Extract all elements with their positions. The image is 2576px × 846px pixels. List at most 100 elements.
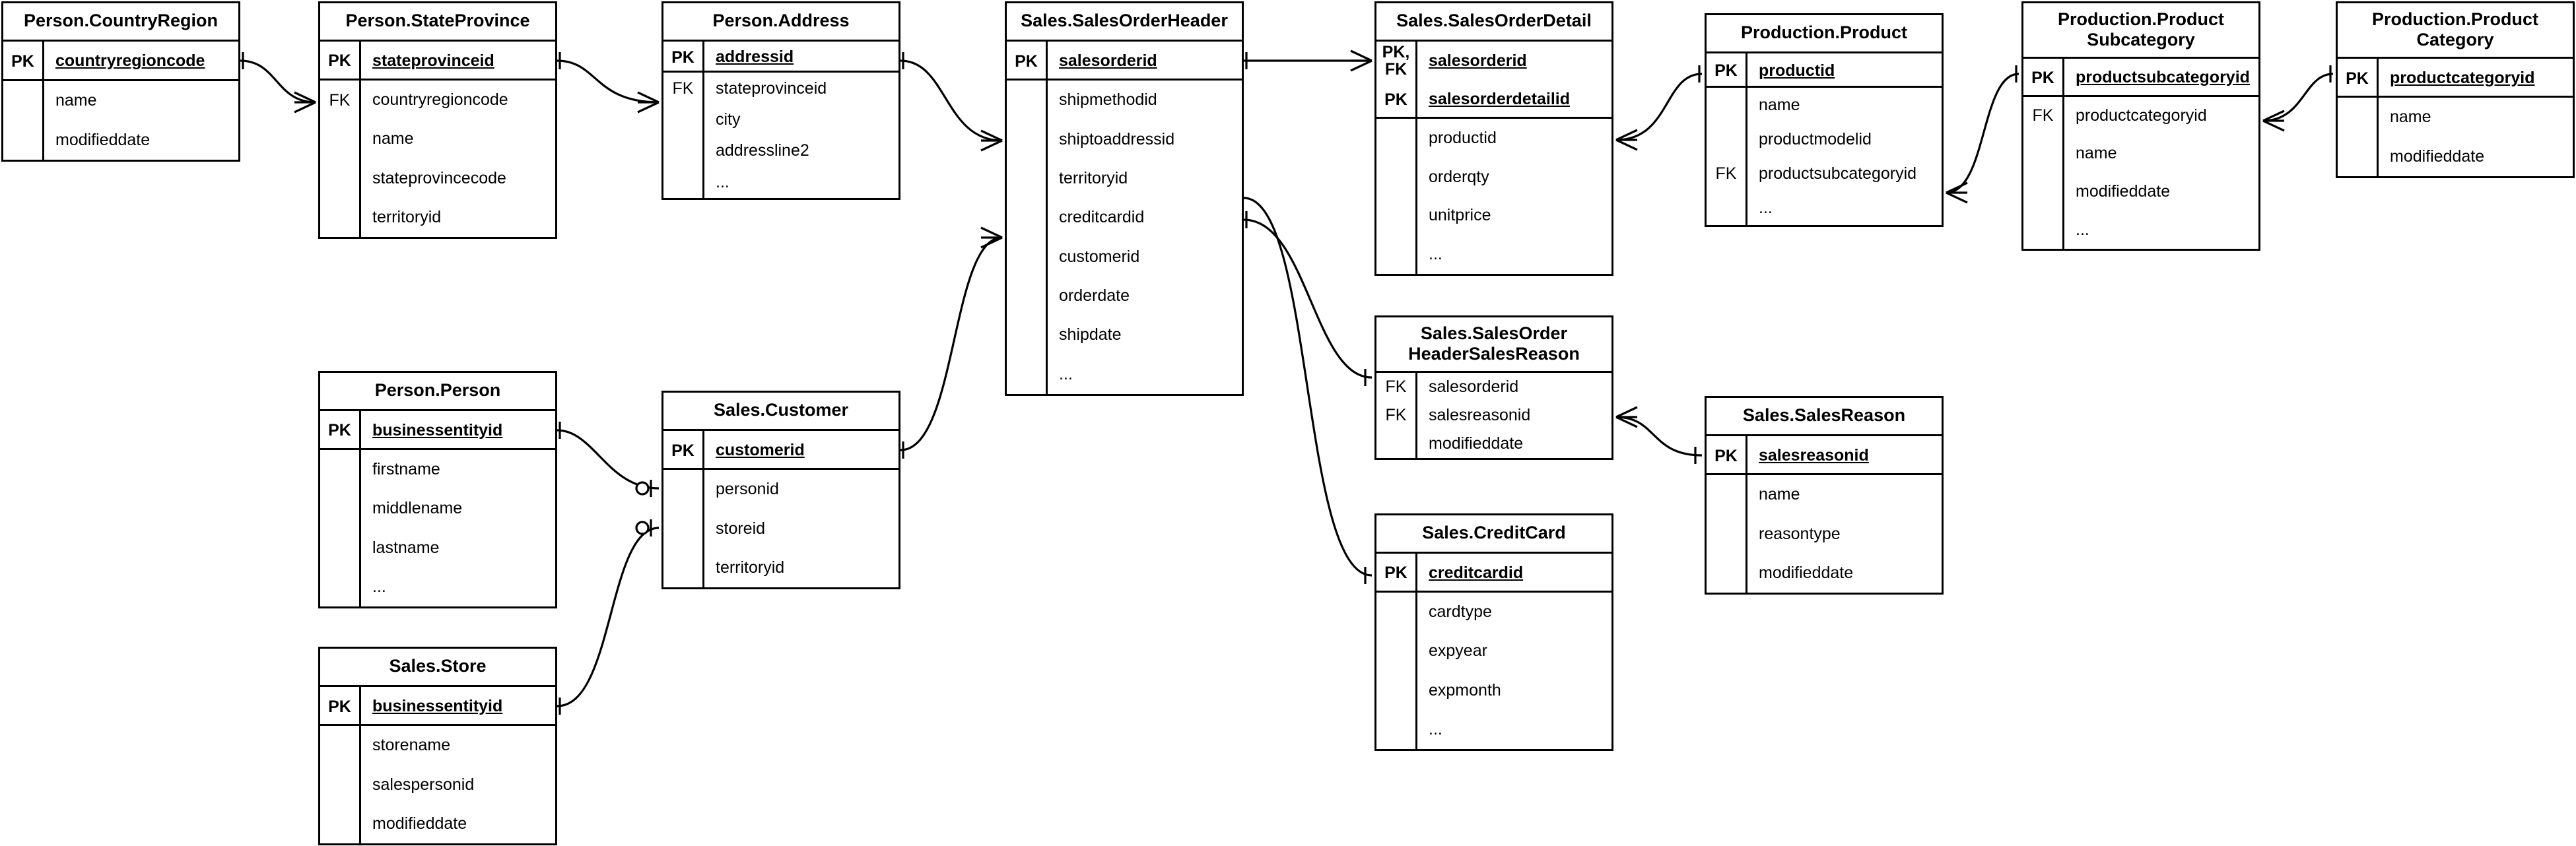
rel-person-customer	[557, 422, 660, 497]
entity-field-row: salespersonid	[320, 765, 555, 804]
key-label: FK	[320, 81, 361, 120]
key-label: PK	[1376, 554, 1417, 593]
field-name: firstname	[372, 460, 440, 479]
field-name: modifieddate	[2076, 182, 2171, 201]
field-name: productsubcategoryid	[1759, 164, 1917, 183]
key-label	[2338, 98, 2379, 137]
key-label: PK	[1707, 436, 1747, 476]
entity-field-row: PK salesorderid	[1007, 42, 1242, 81]
entity-field-row: city	[663, 104, 898, 136]
field-name: productcategoryid	[2076, 106, 2207, 125]
field-name: countryregioncode	[55, 51, 205, 71]
key-label: PK	[2338, 59, 2379, 98]
attribute-section: name reasontype modifieddate	[1707, 475, 1942, 593]
field-name: salesreasonid	[1759, 446, 1869, 465]
key-label	[1707, 88, 1747, 122]
key-label	[320, 158, 361, 198]
key-label	[320, 804, 361, 843]
field-name: ...	[1429, 245, 1442, 264]
key-label	[320, 489, 361, 529]
rel-productcategory-productsubcategory	[2262, 65, 2334, 132]
field-name: salesorderid	[1059, 51, 1157, 71]
key-label	[1376, 632, 1417, 671]
key-label	[1376, 157, 1417, 197]
entity-field-row: modifieddate	[3, 120, 238, 160]
field-name: salesorderdetailid	[1429, 90, 1570, 109]
entity-field-row: cardtype	[1376, 593, 1611, 632]
key-label	[320, 450, 361, 490]
entity-field-row: territoryid	[1007, 158, 1242, 199]
field-name: name	[1759, 485, 1800, 504]
entity-field-row: stateprovincecode	[320, 158, 555, 198]
entity-field-row: PK salesreasonid	[1707, 436, 1942, 476]
entity-field-row: storename	[320, 726, 555, 765]
rel-productsubcategory-product	[1946, 65, 2019, 204]
key-label	[320, 567, 361, 606]
field-name: stateprovinceid	[372, 51, 494, 71]
field-name: modifieddate	[1759, 563, 1854, 582]
key-label	[663, 470, 704, 509]
entity-field-row: firstname	[320, 450, 555, 490]
rel-stateprovince-address	[557, 52, 660, 114]
key-label	[1376, 196, 1417, 236]
key-label	[663, 104, 704, 136]
field-name: name	[2390, 108, 2431, 127]
field-name: shiptoaddressid	[1059, 129, 1175, 148]
field-name: storename	[372, 736, 451, 755]
rel-salesorderheader-salesorderdetail	[1244, 49, 1373, 72]
field-name: ...	[2076, 220, 2089, 239]
key-label	[1007, 158, 1048, 199]
entity-title: Production.Product Subcategory	[2023, 3, 2258, 59]
field-name: creditcardid	[1059, 208, 1145, 227]
key-label	[1007, 354, 1048, 394]
key-label: PK	[1376, 80, 1417, 119]
field-name: name	[372, 129, 414, 148]
field-name: name	[55, 90, 97, 110]
key-label	[663, 166, 704, 198]
field-name: businessentityid	[372, 697, 503, 716]
entity-field-row: shipdate	[1007, 315, 1242, 355]
field-name: addressline2	[716, 141, 809, 160]
key-label: PK	[663, 431, 704, 471]
key-label	[663, 135, 704, 167]
key-label: PK	[1007, 42, 1048, 81]
entity-field-row: lastname	[320, 528, 555, 568]
entity-title: Sales.Store	[320, 649, 555, 687]
entity-field-row: modifieddate	[320, 804, 555, 843]
attribute-section: name modifieddate	[3, 81, 238, 160]
key-label	[1707, 475, 1747, 515]
entity-title: Person.CountryRegion	[3, 3, 238, 42]
entity-field-row: orderqty	[1376, 157, 1611, 197]
field-name: territoryid	[716, 558, 785, 577]
entity-field-row: productid	[1376, 119, 1611, 158]
entity-field-row: reasontype	[1707, 514, 1942, 554]
key-label: PK	[320, 411, 361, 451]
field-name: shipdate	[1059, 325, 1122, 344]
key-label: PK	[320, 687, 361, 727]
